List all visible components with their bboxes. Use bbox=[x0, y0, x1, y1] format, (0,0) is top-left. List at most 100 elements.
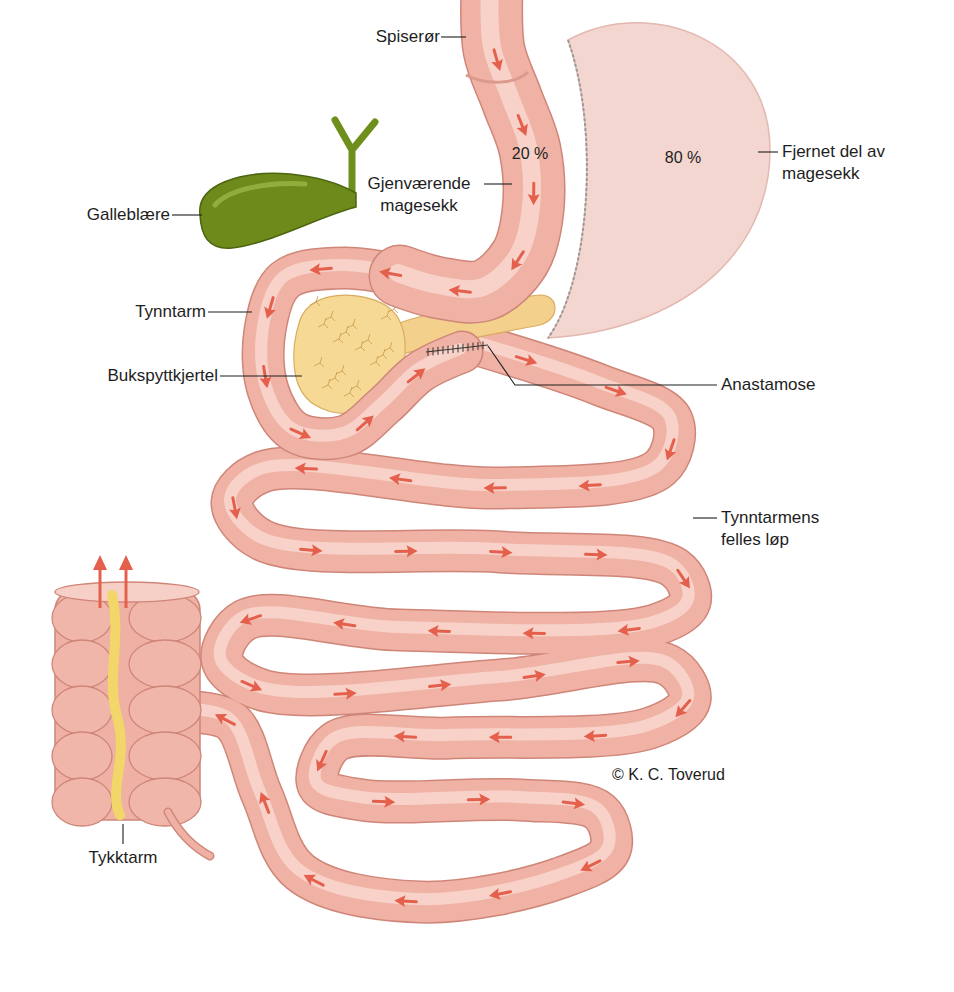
flow-arrow-head bbox=[501, 546, 513, 559]
colon-haustra bbox=[129, 686, 201, 734]
flow-arrow-shaft bbox=[670, 440, 675, 453]
flow-arrow-head bbox=[413, 364, 429, 380]
pancreas-texture bbox=[351, 380, 361, 390]
flow-arrow bbox=[523, 668, 547, 683]
colon-haustra bbox=[129, 732, 201, 780]
part-label: Anastamose bbox=[721, 374, 841, 396]
flow-arrow-head bbox=[238, 613, 252, 628]
pancreas-texture bbox=[325, 311, 335, 321]
flow-arrow bbox=[240, 676, 265, 696]
flow-arrow-head bbox=[311, 544, 323, 557]
flow-arrow-shaft bbox=[681, 701, 690, 712]
removed-stomach bbox=[548, 23, 770, 338]
flow-arrow-shaft bbox=[99, 570, 102, 608]
flow-arrow-shaft bbox=[491, 550, 505, 554]
gallbladder bbox=[200, 120, 375, 248]
pancreas-texture bbox=[370, 356, 380, 366]
flow-arrow bbox=[506, 249, 528, 274]
pancreas-texture bbox=[384, 342, 394, 352]
flow-arrow bbox=[255, 790, 274, 815]
flow-arrow bbox=[673, 567, 695, 592]
flow-arrow-shaft bbox=[491, 486, 505, 489]
part-label: Tynntarmens felles løp bbox=[721, 507, 841, 551]
leader-line bbox=[441, 36, 466, 37]
flow-arrow-head bbox=[93, 555, 107, 570]
flow-arrow bbox=[483, 482, 505, 494]
flow-arrow bbox=[404, 364, 429, 387]
percent-label: 20 % bbox=[504, 143, 556, 165]
flow-arrow bbox=[528, 183, 540, 205]
flow-arrow-head bbox=[309, 263, 321, 276]
pancreas-texture bbox=[355, 341, 365, 351]
flow-arrow-head bbox=[294, 462, 306, 475]
colon bbox=[52, 555, 210, 856]
pancreas-texture bbox=[318, 318, 328, 328]
flow-arrow-shaft bbox=[586, 553, 600, 556]
flow-arrow bbox=[309, 262, 332, 276]
flow-arrow bbox=[489, 731, 511, 743]
flow-arrow bbox=[393, 730, 416, 743]
flow-arrow-head bbox=[259, 376, 273, 389]
flow-arrow-head bbox=[671, 705, 687, 721]
colon-haustra bbox=[129, 640, 201, 688]
flow-arrow-shaft bbox=[606, 387, 619, 392]
flow-arrow-shaft bbox=[303, 467, 317, 471]
flow-arrow bbox=[448, 284, 471, 298]
flow-arrow-head bbox=[255, 790, 270, 805]
flow-arrow-head bbox=[573, 797, 585, 810]
flow-arrow bbox=[289, 424, 314, 444]
flow-arrow bbox=[429, 678, 452, 692]
flow-arrow-shaft bbox=[563, 802, 577, 804]
copyright-notice: © K. C. Toverud bbox=[612, 764, 762, 786]
pancreas-texture bbox=[340, 326, 350, 336]
flow-arrow bbox=[490, 545, 513, 558]
flow-arrow bbox=[238, 610, 263, 628]
flow-arrow-shaft bbox=[587, 861, 599, 867]
leader-lines bbox=[123, 37, 778, 844]
flow-arrow-shaft bbox=[524, 676, 538, 678]
leader-line bbox=[693, 517, 717, 518]
flow-arrow-shaft bbox=[468, 798, 482, 801]
colon-haustra bbox=[52, 640, 112, 688]
flow-arrow bbox=[661, 438, 680, 463]
flow-arrow-head bbox=[528, 194, 540, 205]
flow-arrow-shaft bbox=[373, 800, 387, 804]
flow-arrow-shaft bbox=[397, 479, 411, 481]
flow-arrow-head bbox=[378, 266, 391, 280]
flow-arrow-head bbox=[440, 678, 452, 691]
flow-arrow-head bbox=[384, 796, 395, 808]
flow-arrow-shaft bbox=[402, 899, 416, 903]
flow-arrow bbox=[396, 545, 418, 557]
pancreas-texture bbox=[377, 349, 387, 359]
flow-arrow-head bbox=[615, 385, 629, 400]
gallbladder-highlight bbox=[215, 184, 305, 205]
flow-arrow-head bbox=[229, 507, 243, 520]
flow-arrow-shaft bbox=[494, 50, 498, 63]
flow-arrow-shaft bbox=[457, 291, 471, 293]
flow-arrow-shaft bbox=[532, 183, 535, 197]
part-label: Gjenværende magesekk bbox=[356, 173, 482, 217]
flow-arrow-shaft bbox=[516, 357, 529, 361]
part-label: Fjernet del av magesekk bbox=[782, 141, 932, 185]
flow-arrow bbox=[562, 796, 585, 811]
flow-arrow-head bbox=[679, 576, 695, 592]
leader-line bbox=[488, 346, 717, 385]
appendix bbox=[168, 812, 210, 856]
flow-arrow bbox=[312, 749, 332, 774]
flow-arrow bbox=[388, 472, 411, 487]
flow-arrow-head bbox=[628, 655, 640, 668]
gallbladder-shape bbox=[200, 173, 356, 248]
pancreas-texture bbox=[344, 387, 354, 397]
flow-arrow bbox=[212, 709, 237, 730]
flow-arrow-shaft bbox=[341, 624, 355, 626]
flow-arrow-head bbox=[479, 793, 490, 805]
pancreas-texture bbox=[347, 319, 357, 329]
flow-arrow bbox=[617, 623, 640, 638]
flow-arrow-shaft bbox=[618, 661, 632, 662]
part-label: Spiserør bbox=[364, 26, 440, 48]
flow-arrow-shaft bbox=[531, 632, 545, 635]
flow-arrow-shaft bbox=[625, 629, 639, 631]
flow-arrow-head bbox=[489, 731, 500, 743]
flow-arrow-head bbox=[578, 479, 590, 492]
